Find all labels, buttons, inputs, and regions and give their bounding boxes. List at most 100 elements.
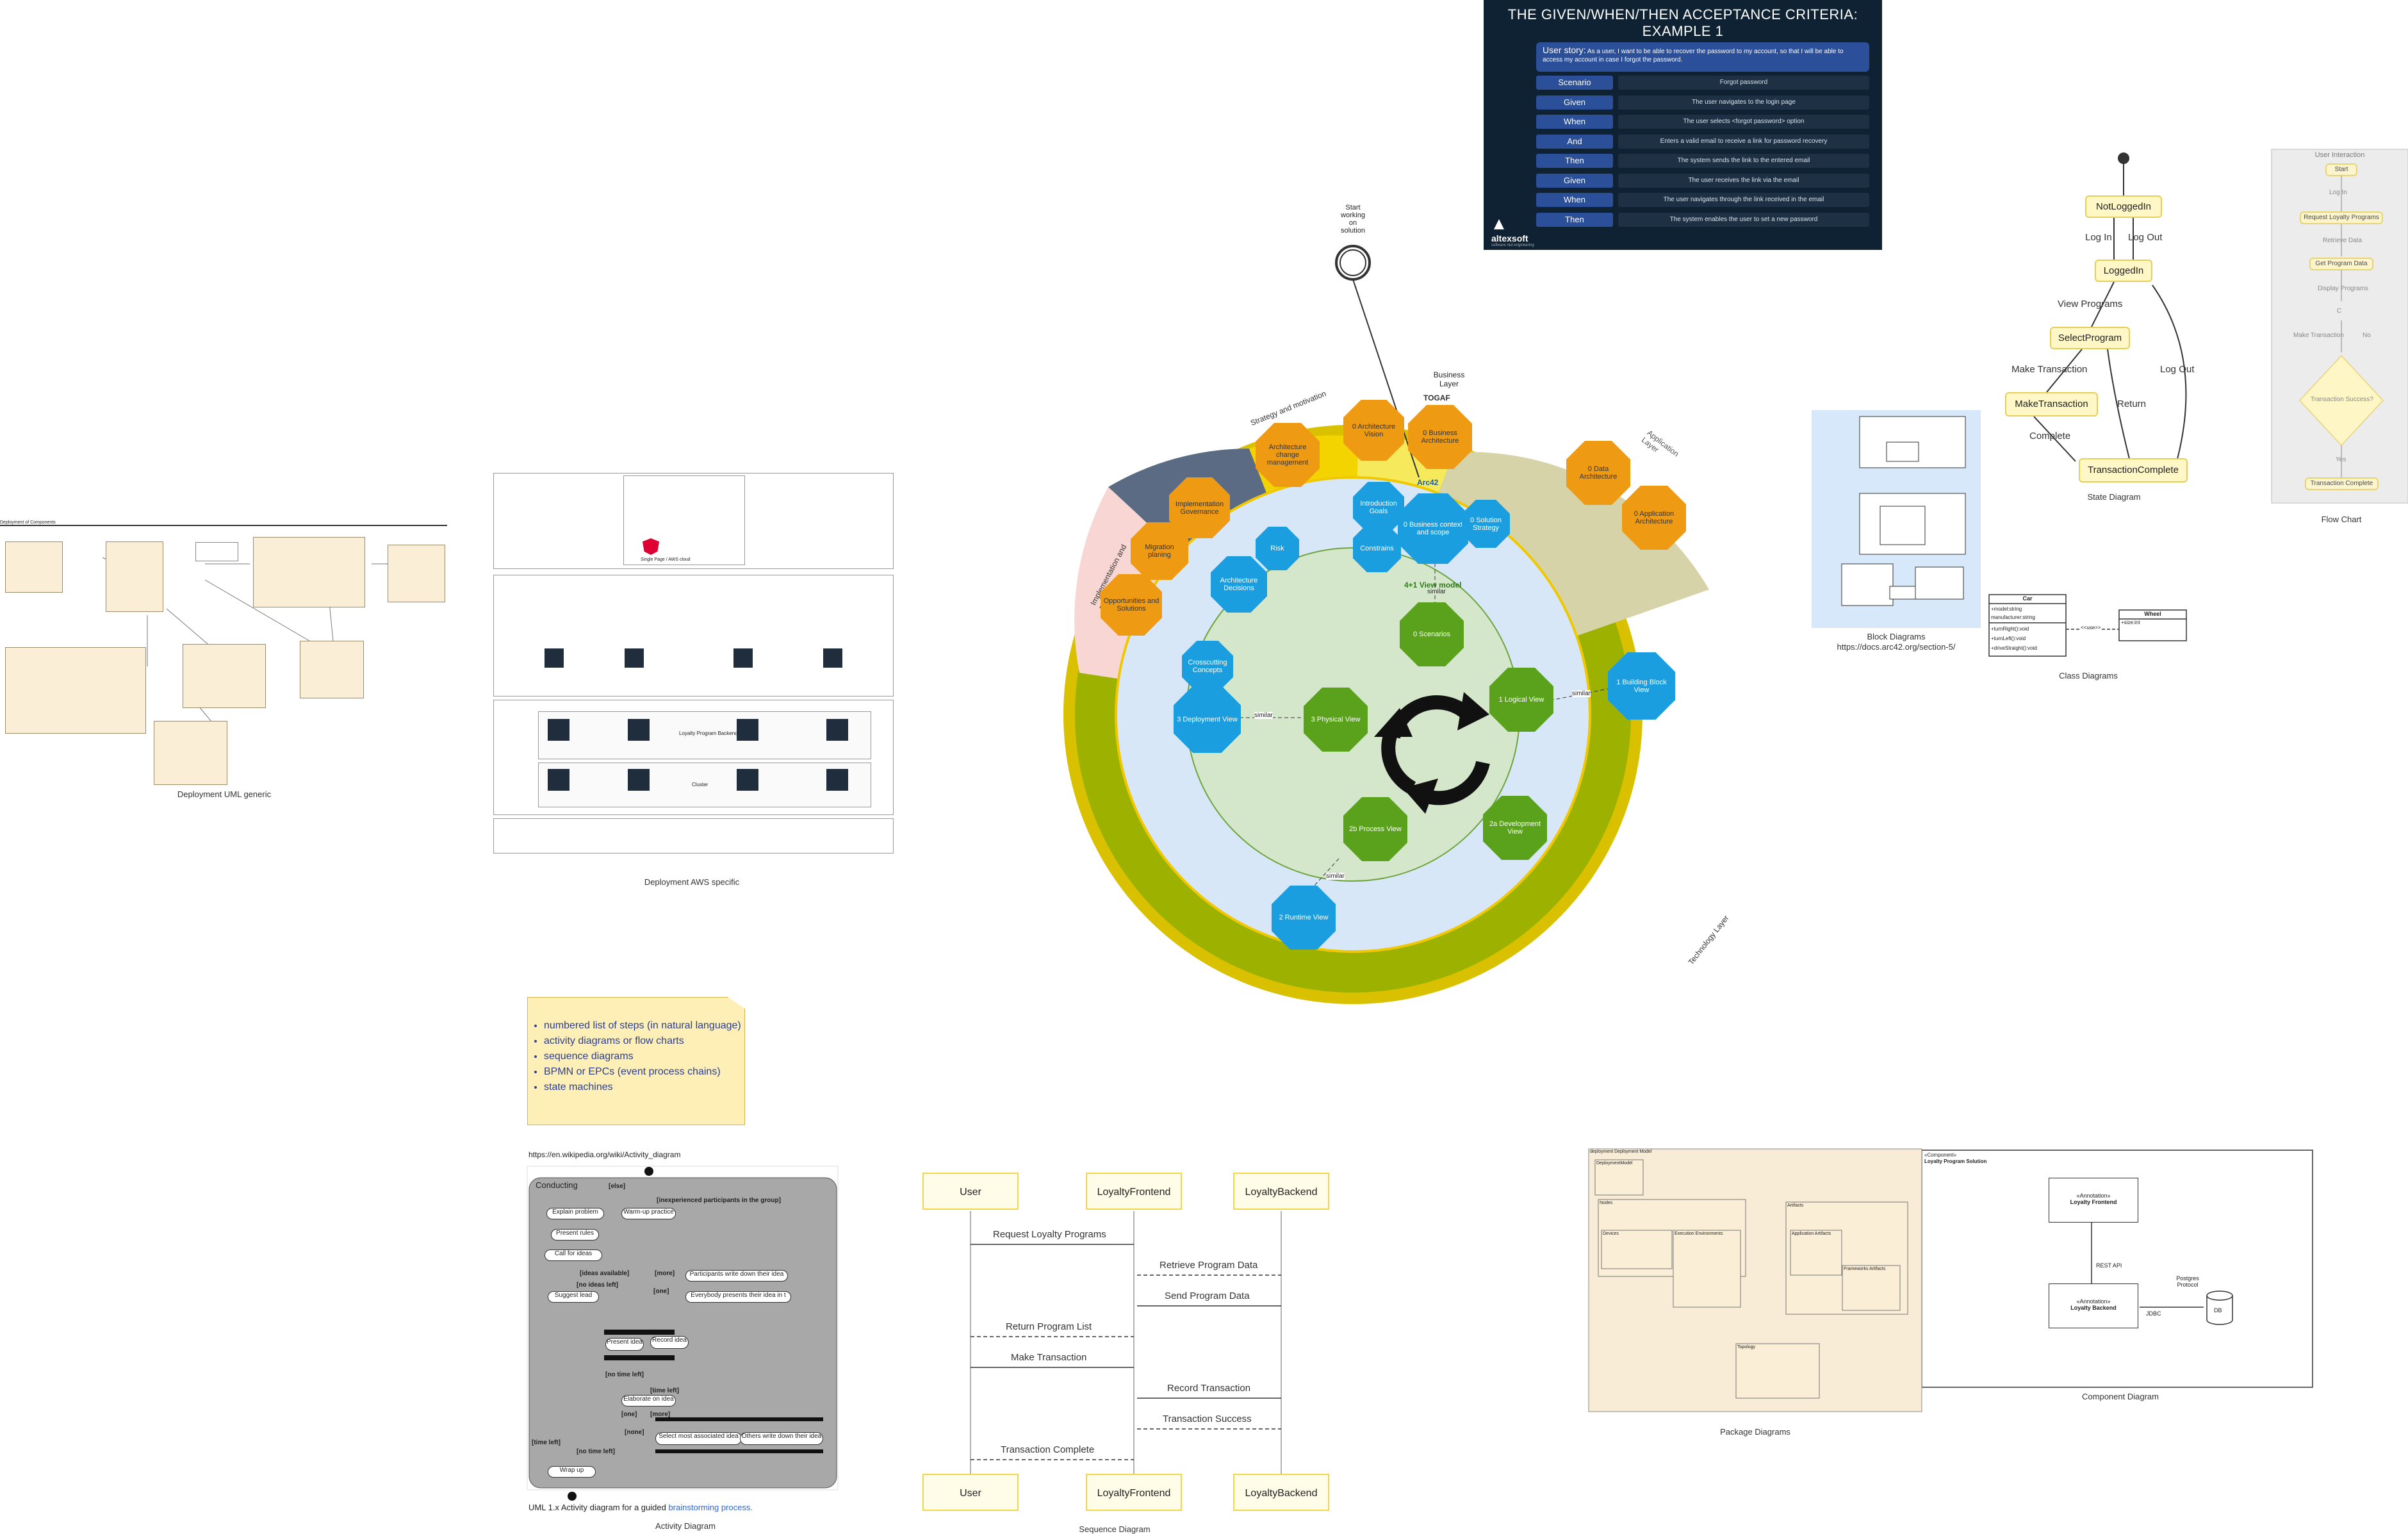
lambda-icon: [737, 719, 758, 741]
flow-retrieve: Retrieve Data: [2323, 237, 2363, 244]
seq-msg-6: Record Transaction: [1167, 1383, 1251, 1394]
gwt-value-3: The user selects <forgot password> optio…: [1618, 115, 1869, 129]
state-maketransaction: MakeTransaction: [2005, 392, 2098, 416]
activity-everybody: Everybody presents their idea in t: [685, 1291, 791, 1303]
note-item-3: sequence diagrams: [544, 1049, 744, 1064]
note-list: numbered list of steps (in natural langu…: [528, 1018, 744, 1095]
flow-yes: Yes: [2336, 456, 2347, 463]
gwt-key-1: Scenario: [1536, 76, 1613, 90]
state-selectprogram: SelectProgram: [2050, 327, 2130, 349]
component-proto: Postgres Protocol: [2176, 1275, 2199, 1288]
start-label-1: Start: [1345, 204, 1361, 211]
hex-physical-view: 3 Physical View: [1304, 688, 1368, 752]
flow-login: Log In: [2329, 189, 2347, 196]
flow-complete: Transaction Complete: [2305, 477, 2379, 490]
aws-lambda-group: [538, 711, 871, 759]
api-gateway-icon: [823, 648, 842, 668]
hex-logical-view: 1 Logical View: [1489, 668, 1553, 732]
seq-msg-7: Transaction Success: [1163, 1414, 1252, 1424]
hex-architecture-vision: 0 Architecture Vision: [1343, 400, 1404, 461]
component-stereo: «Component»: [1924, 1152, 1957, 1158]
activity-others: Others write down their idea: [740, 1432, 823, 1445]
gwt-story-label: User story:: [1543, 45, 1586, 55]
hex-business-architecture: 0 Business Architecture: [1408, 405, 1472, 469]
caption-block-url: https://docs.arc42.org/section-5/: [1837, 642, 1956, 652]
class-car-title: Car: [2022, 595, 2033, 602]
hex-risk: Risk: [1256, 527, 1299, 570]
gwt-title-line2: EXAMPLE 1: [1642, 23, 1724, 39]
gwt-story-text: As a user, I want to be able to recover …: [1543, 48, 1844, 63]
hex-scenarios: 0 Scenarios: [1400, 602, 1464, 666]
component-frontend: «Annotation» Loyalty Frontend: [2049, 1178, 2138, 1223]
activity-rules: Present rules: [551, 1229, 599, 1241]
activity-explain: Explain problem: [546, 1208, 604, 1219]
gwt-key-6: Given: [1536, 173, 1613, 188]
ring-label-business: Business Layer: [1433, 370, 1465, 388]
generic-node-6: [183, 644, 266, 708]
note-item-2: activity diagrams or flow charts: [544, 1034, 744, 1049]
flow-title: User Interaction: [2314, 151, 2365, 159]
caption-activity: Activity Diagram: [655, 1521, 716, 1531]
ring-label-41: 4+1 View model: [1404, 581, 1462, 590]
api-gateway-icon: [733, 648, 753, 668]
activity-record: Record idea: [650, 1336, 689, 1349]
aws-app-label: Single Page / AWS cloud: [641, 557, 691, 562]
note-item-4: BPMN or EPCs (event process chains): [544, 1064, 744, 1080]
seq-user-bottom: User: [922, 1474, 1019, 1511]
similar-label-2: similar: [1572, 690, 1591, 697]
activity-caption-link[interactable]: brainstorming process.: [668, 1503, 753, 1512]
class-car-attr-1: +model:string: [1991, 606, 2022, 612]
state-t-logout2: Log Out: [2160, 364, 2195, 375]
activity-guard-8: [time left]: [650, 1387, 679, 1394]
block-diagram-shapes: [1841, 416, 1966, 606]
flow-request: Request Loyalty Programs: [2300, 211, 2383, 224]
gwt-value-4: Enters a valid email to receive a link f…: [1618, 134, 1869, 149]
seq-msg-4: Return Program List: [1006, 1321, 1092, 1332]
gwt-value-2: The user navigates to the login page: [1618, 95, 1869, 110]
gwt-value-8: The system enables the user to set a new…: [1618, 212, 1869, 227]
gwt-value-1: Forgot password: [1618, 76, 1869, 90]
package-label-7: Application Artifacts: [1792, 1232, 1831, 1236]
hex-constrains: Constrains: [1353, 524, 1401, 572]
note-item-1: numbered list of steps (in natural langu…: [544, 1018, 744, 1034]
generic-node-2: [106, 541, 163, 612]
hex-development-view: 2a Development View: [1483, 796, 1547, 860]
activity-warmup: Warm-up practice: [621, 1208, 676, 1219]
caption-component: Component Diagram: [2082, 1392, 2159, 1401]
hex-migration-planing: Migration planing: [1131, 522, 1188, 580]
activity-wrapup: Wrap up: [548, 1466, 596, 1478]
gwt-brand: altexsoft: [1491, 233, 1528, 243]
api-gateway-icon: [545, 648, 564, 668]
flow-display: Display Programs: [2318, 285, 2368, 292]
seq-msg-5: Make Transaction: [1011, 1352, 1087, 1363]
package-label-6: Execution Environments: [1675, 1232, 1723, 1236]
gwt-title-line1: THE GIVEN/WHEN/THEN ACCEPTANCE CRITERIA:: [1507, 6, 1858, 22]
activity-caption-pre: UML 1.x Activity diagram for a guided: [528, 1503, 669, 1512]
activity-panel: [528, 1177, 837, 1489]
activity-present: Present idea: [605, 1338, 644, 1351]
state-t-complete: Complete: [2029, 431, 2071, 441]
lambda-icon: [826, 719, 848, 741]
caption-sequence: Sequence Diagram: [1079, 1524, 1151, 1534]
hex-process-view: 2b Process View: [1343, 797, 1407, 861]
start-label-2: working: [1341, 211, 1365, 219]
ec2-icon: [737, 769, 758, 791]
seq-msg-3: Send Program Data: [1165, 1291, 1250, 1301]
ec2-icon: [628, 769, 650, 791]
state-arrows: [2033, 153, 2187, 462]
state-t-return: Return: [2117, 399, 2147, 409]
activity-bars: [568, 1167, 823, 1501]
note-card: numbered list of steps (in natural langu…: [527, 997, 745, 1125]
activity-guard-3: [ideas available]: [580, 1270, 630, 1277]
cycle-arrows-icon: [1374, 692, 1490, 814]
note-item-5: state machines: [544, 1080, 744, 1095]
package-shapes: [1594, 1159, 1908, 1399]
gwt-value-5: The system sends the link to the entered…: [1618, 154, 1869, 168]
class-car-attrs: +model:string manufacturer:string: [1991, 605, 2035, 622]
aws-app-box: [623, 475, 745, 565]
package-label-2: Nodes: [1600, 1201, 1613, 1205]
activity-guard-7: [no time left]: [605, 1371, 644, 1378]
lambda-icon: [548, 719, 569, 741]
activity-guard-4: [more]: [655, 1270, 675, 1277]
